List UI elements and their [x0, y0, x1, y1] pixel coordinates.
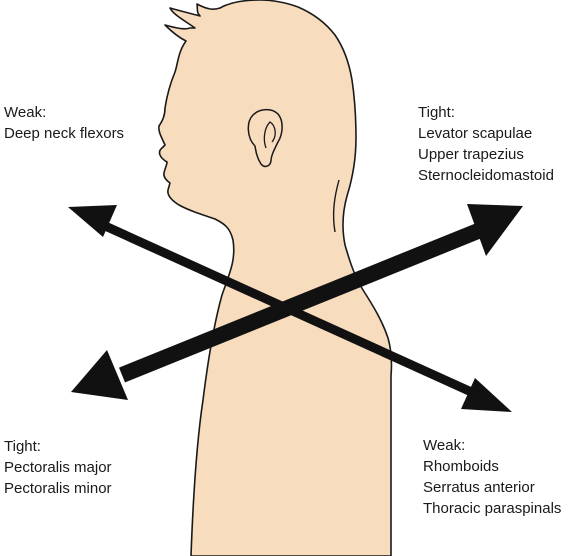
neck-contour	[332, 179, 340, 233]
heading-tight-lower: Tight:	[4, 438, 41, 455]
heading-tight-upper: Tight:	[418, 104, 455, 121]
arrowhead-weak-rhomboids	[461, 378, 512, 412]
muscle-deep-neck-flexors: Deep neck flexors	[4, 125, 125, 142]
arrowhead-tight-pectorals	[71, 350, 128, 400]
muscle-pectoralis-minor: Pectoralis minor	[4, 480, 112, 497]
muscle-pectoralis-major: Pectoralis major	[4, 459, 112, 476]
ear-outline	[247, 108, 283, 168]
heading-weak-lower: Weak:	[423, 437, 466, 454]
label-tight-lower: Tight: Pectoralis major Pectoralis minor	[4, 436, 112, 499]
arrowhead-tight-upper-trapezius	[467, 204, 523, 256]
muscle-thoracic-paraspinals: Thoracic paraspinals	[423, 500, 562, 517]
heading-weak-upper: Weak:	[4, 104, 47, 121]
label-weak-lower: Weak: Rhomboids Serratus anterior Thorac…	[423, 435, 561, 519]
label-weak-upper: Weak: Deep neck flexors	[4, 102, 124, 144]
muscle-sternocleidomastoid: Sternocleidomastoid	[418, 167, 554, 184]
arrowhead-weak-deep-neck-flexors	[68, 205, 117, 237]
muscle-rhomboids: Rhomboids	[423, 458, 499, 475]
ear-inner-fold	[263, 121, 276, 149]
muscle-serratus-anterior: Serratus anterior	[423, 479, 535, 496]
human-silhouette	[158, 0, 393, 556]
muscle-upper-trapezius: Upper trapezius	[418, 146, 524, 163]
crossed-arrow-shaft-b	[119, 223, 481, 383]
muscle-levator-scapulae: Levator scapulae	[418, 125, 533, 142]
label-tight-upper: Tight: Levator scapulae Upper trapezius …	[418, 102, 554, 186]
